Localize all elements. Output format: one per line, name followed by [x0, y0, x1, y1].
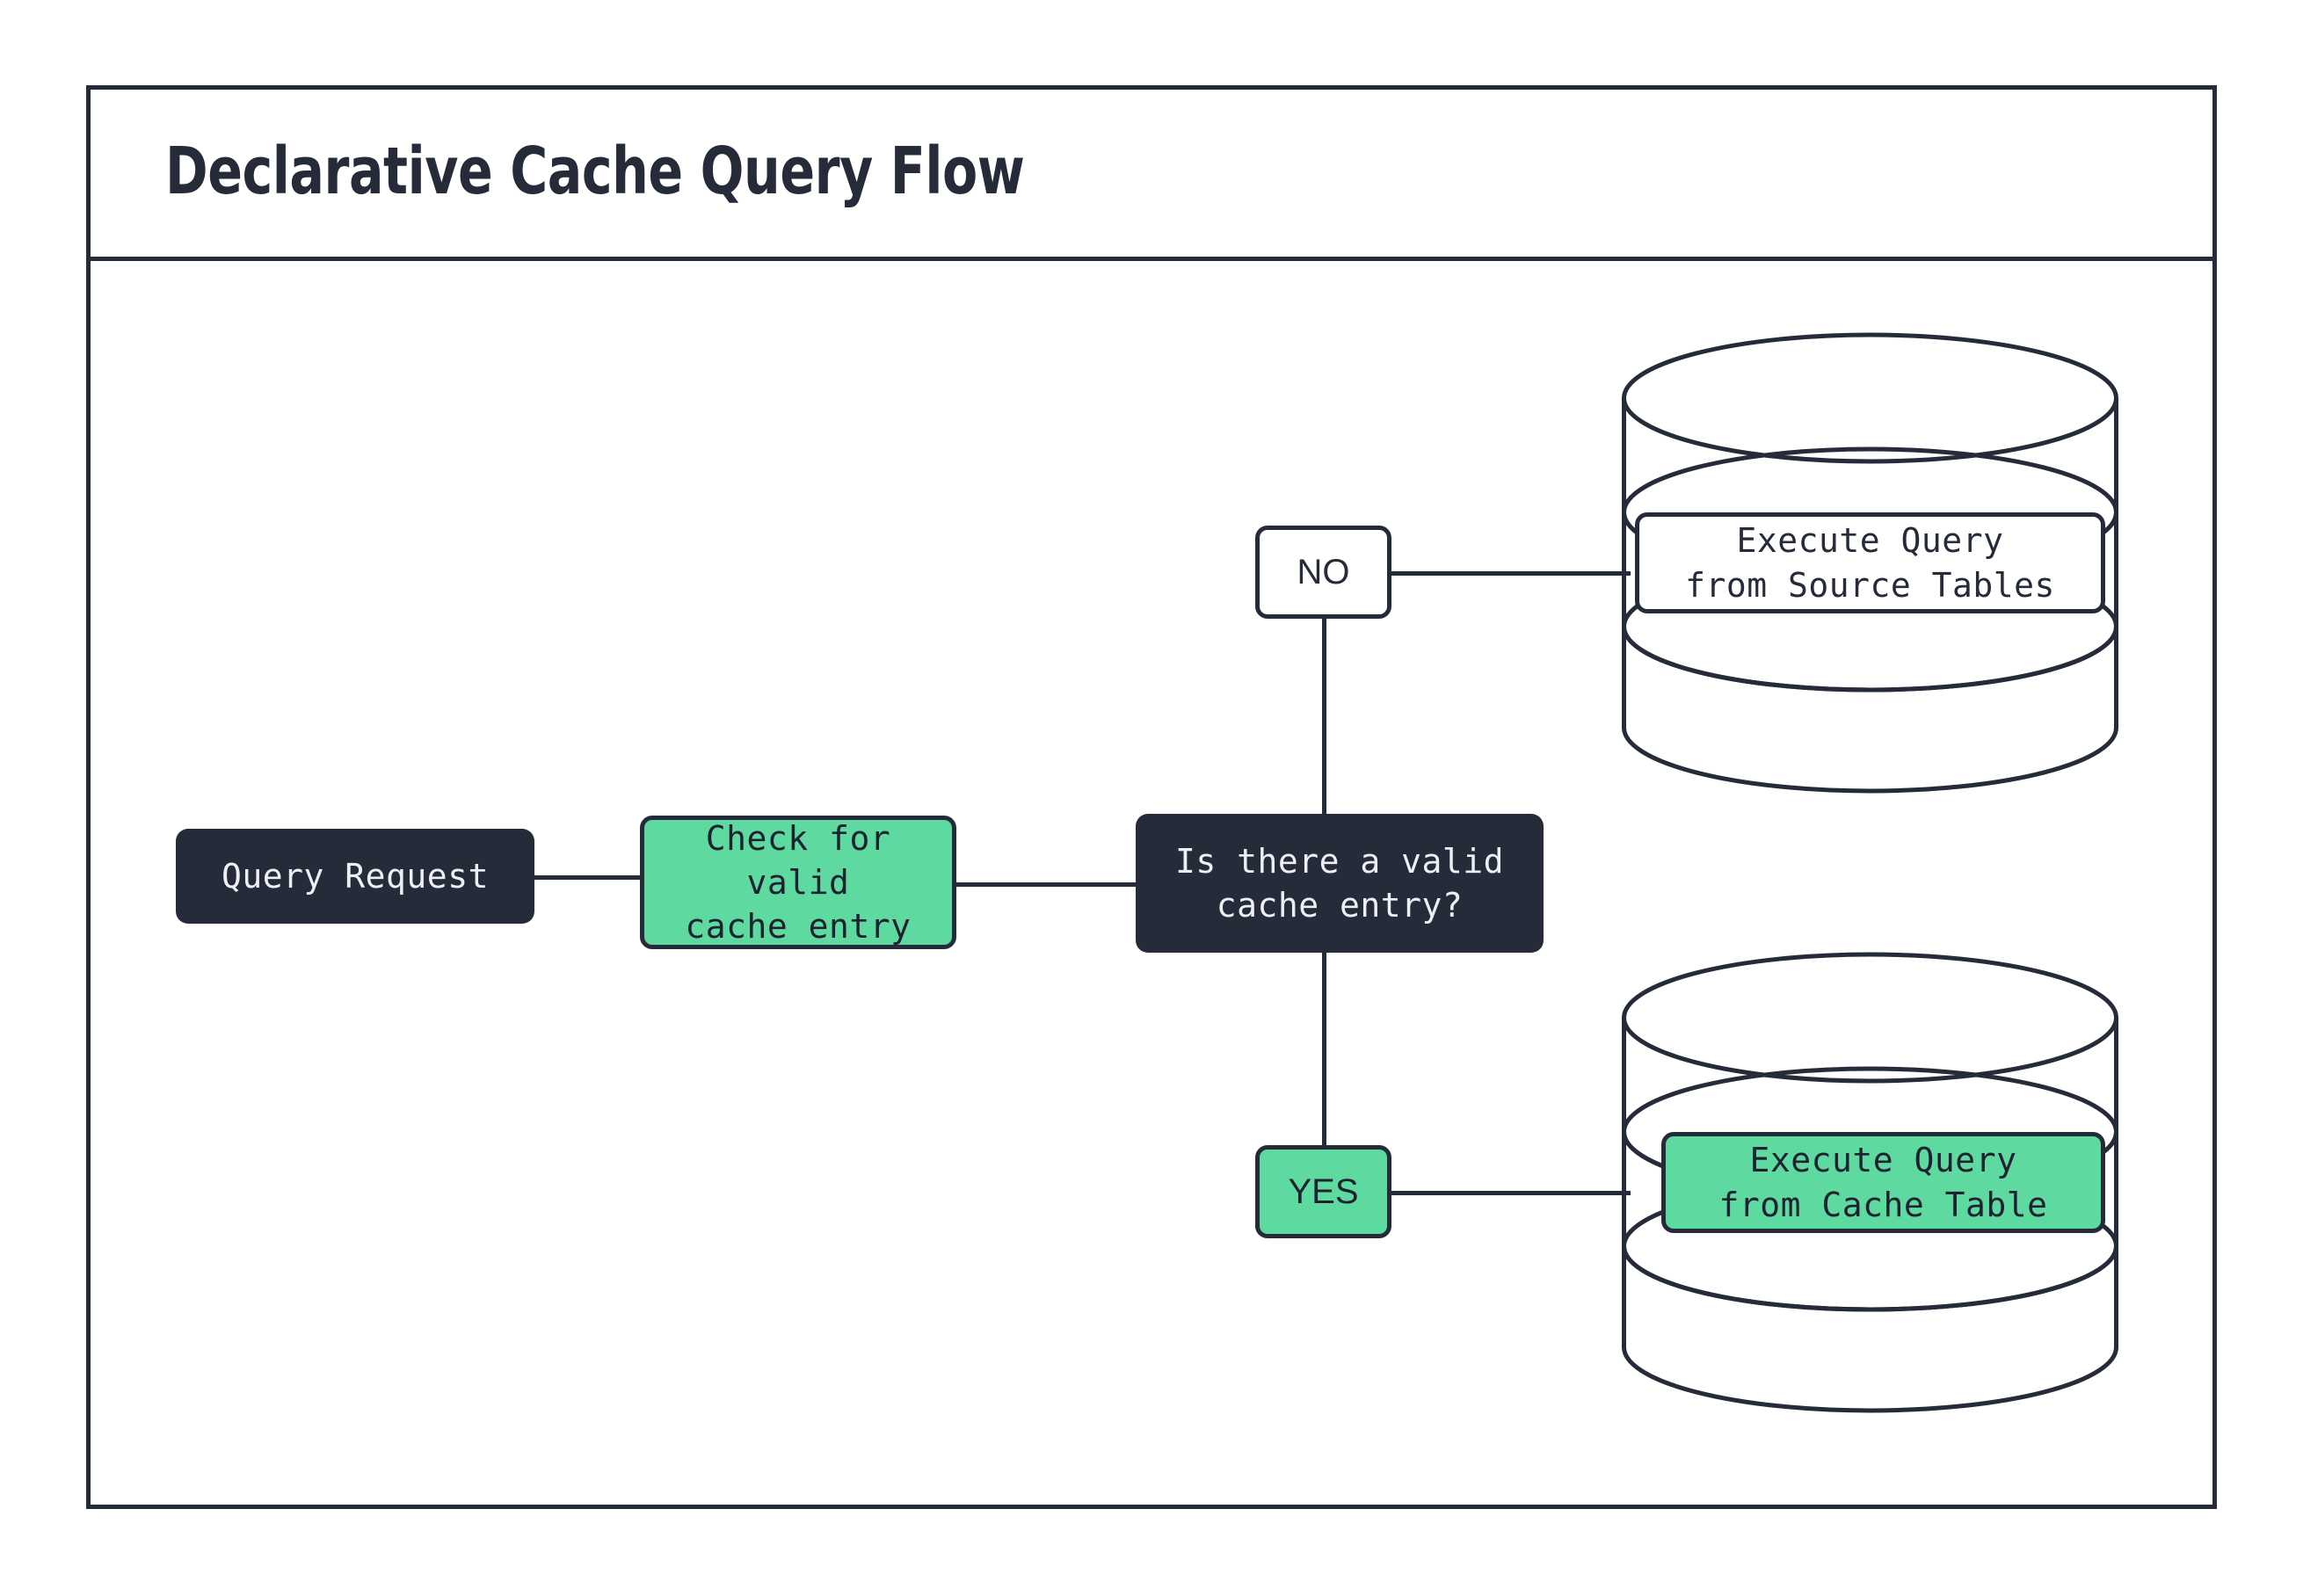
- cache-table-cylinder: Execute Query from Cache Table: [1617, 943, 2123, 1422]
- edge-yes-to-cache-db: [1390, 1191, 1631, 1195]
- cache-table-label: Execute Query from Cache Table: [1661, 1132, 2105, 1233]
- edge-check-cache-to-decision: [956, 882, 1136, 887]
- branch-label-no[interactable]: NO: [1255, 526, 1391, 619]
- node-query-request[interactable]: Query Request: [176, 829, 534, 924]
- node-check-cache-entry[interactable]: Check for valid cache entry: [640, 816, 956, 949]
- node-decision-valid-cache-entry[interactable]: Is there a valid cache entry?: [1136, 814, 1544, 953]
- edge-decision-to-yes: [1322, 951, 1326, 1150]
- title-bar: Declarative Cache Query Flow: [86, 85, 2217, 261]
- edge-no-to-source-db: [1390, 571, 1631, 576]
- diagram-frame: [86, 85, 2217, 1509]
- source-tables-cylinder: Execute Query from Source Tables: [1617, 323, 2123, 802]
- branch-label-yes[interactable]: YES: [1255, 1145, 1391, 1238]
- page-title: Declarative Cache Query Flow: [165, 133, 1025, 209]
- edge-decision-to-no: [1322, 618, 1326, 818]
- edge-query-request-to-check-cache: [534, 875, 642, 880]
- source-tables-label: Execute Query from Source Tables: [1635, 512, 2105, 613]
